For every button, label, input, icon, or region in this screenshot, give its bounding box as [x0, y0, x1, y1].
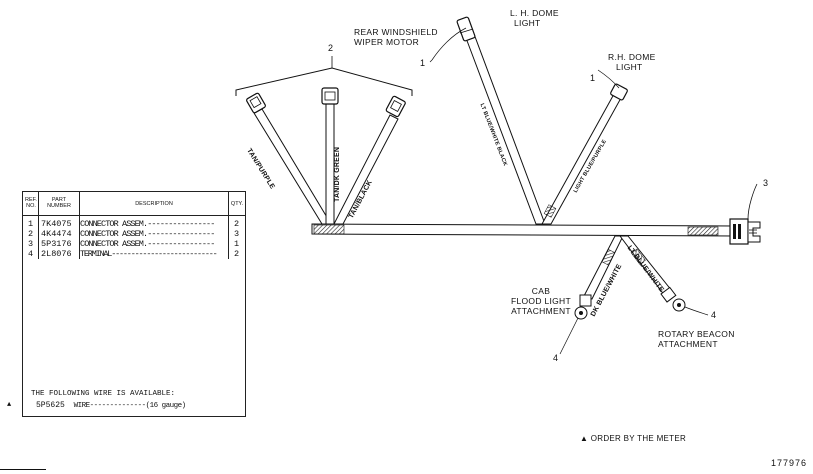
header-ref-no: REF. NO. — [25, 197, 37, 209]
cell-qty: 1 — [234, 239, 240, 249]
main-harness-trunk — [311, 223, 736, 237]
cell-qty: 2 — [234, 249, 240, 259]
cell-qty: 3 — [234, 229, 240, 239]
cell-ref: 4 — [28, 249, 34, 259]
table-row: 3 5P3176 CONNECTOR ASSEM.---------------… — [23, 239, 245, 249]
parts-table-header — [23, 192, 245, 216]
label-line: FLOOD LIGHT — [511, 296, 571, 306]
figure-id: 177976 — [771, 458, 808, 468]
branch-tan-black — [333, 95, 406, 225]
label-line: ROTARY BEACON — [658, 329, 735, 339]
table-row: 2 4K4474 CONNECTOR ASSEM.---------------… — [23, 229, 245, 239]
label-lh-dome-light: L. H. DOME LIGHT — [510, 8, 559, 28]
parts-table: REF. NO. PART NUMBER DESCRIPTION QTY. 1 … — [22, 191, 246, 417]
label-line: WIPER MOTOR — [354, 37, 420, 47]
wire-label-tan-green: TAN/DK GREEN — [334, 146, 341, 202]
label-line: R.H. DOME — [608, 52, 656, 62]
label-line: CAB — [531, 286, 551, 296]
wire-part-number: 5P5625 — [36, 401, 65, 410]
header-description: DESCRIPTION — [135, 201, 173, 207]
cell-description: CONNECTOR ASSEM.---------------- — [80, 229, 215, 239]
wire-description: WIRE--------------(16 gauge) — [73, 402, 187, 410]
label-line: REAR WINDSHIELD — [354, 27, 438, 37]
label-line: LIGHT — [514, 18, 541, 28]
table-row: 1 7K4075 CONNECTOR ASSEM.---------------… — [23, 219, 245, 229]
callout-ref-cab-flood: 4 — [553, 353, 559, 363]
table-row: 4 2L8076 TERMINAL-----------------------… — [23, 249, 245, 259]
available-wire-row: 5P5625 WIRE--------------(16 gauge) — [36, 401, 186, 411]
order-by-meter-note: ▲ ORDER BY THE METER — [580, 434, 687, 443]
cell-part: 7K4075 — [41, 219, 72, 229]
label-line: ATTACHMENT — [511, 306, 571, 316]
cell-description: TERMINAL--------------------------- — [80, 249, 218, 259]
branch-rh-dome — [541, 69, 628, 225]
callout-ref-rh-dome: 1 — [590, 73, 596, 83]
column-divider — [38, 192, 39, 259]
cell-ref: 3 — [28, 239, 34, 249]
label-cab-flood-light: CAB FLOOD LIGHT ATTACHMENT — [511, 286, 571, 316]
branch-tan-green — [321, 87, 339, 225]
order-by-meter-marker: ▲ — [7, 401, 12, 409]
cell-part: 5P3176 — [41, 239, 72, 249]
callout-ref-end-connector: 3 — [763, 178, 769, 188]
cell-ref: 2 — [28, 229, 34, 239]
cell-description: CONNECTOR ASSEM.---------------- — [80, 219, 215, 229]
header-part-number: PART NUMBER — [47, 197, 71, 209]
label-line: ATTACHMENT — [658, 339, 718, 349]
available-wire-heading: THE FOLLOWING WIRE IS AVAILABLE: — [31, 390, 176, 398]
callout-ref-connectors: 2 — [328, 43, 334, 53]
label-line: LIGHT — [616, 62, 643, 72]
bottom-rule — [0, 469, 46, 470]
end-connector — [729, 183, 761, 245]
label-rear-windshield-wiper: REAR WINDSHIELD WIPER MOTOR — [354, 27, 438, 47]
header-qty: QTY. — [230, 201, 244, 207]
column-divider — [79, 192, 80, 259]
branch-lt-blue-white — [619, 235, 709, 316]
cell-part: 2L8076 — [41, 249, 72, 259]
cell-ref: 1 — [28, 219, 34, 229]
label-rh-dome-light: R.H. DOME LIGHT — [608, 52, 656, 72]
callout-ref-rear-wiper: 1 — [420, 58, 426, 68]
cell-description: CONNECTOR ASSEM.---------------- — [80, 239, 215, 249]
label-rotary-beacon: ROTARY BEACON ATTACHMENT — [658, 329, 735, 349]
callout-ref-rotary-beacon: 4 — [711, 310, 717, 320]
connector-group-bracket — [235, 56, 413, 96]
branch-dk-blue-white — [559, 235, 624, 355]
label-line: L. H. DOME — [510, 8, 559, 18]
cell-part: 4K4474 — [41, 229, 72, 239]
cell-qty: 2 — [234, 219, 240, 229]
column-divider — [228, 192, 229, 259]
